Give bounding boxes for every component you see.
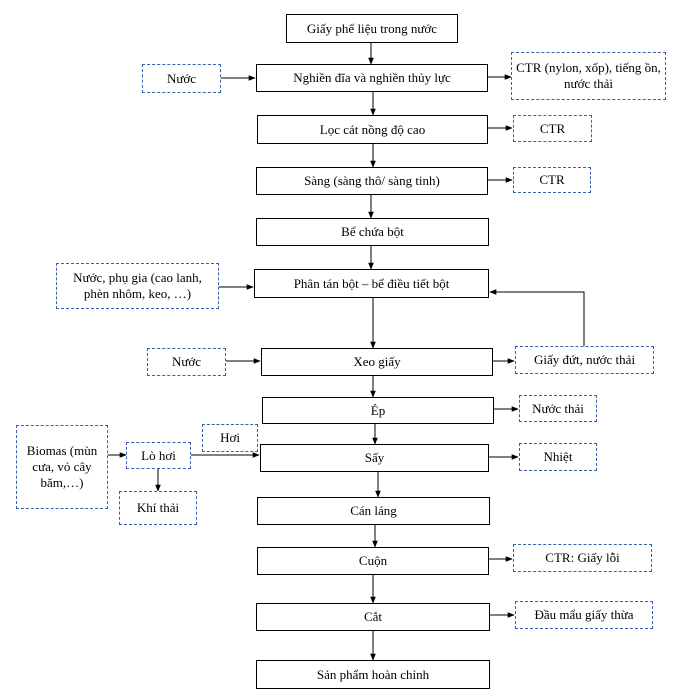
- output-solid-waste-noise-wastewater: CTR (nylon, xốp), tiếng ồn, nước thải: [511, 52, 666, 100]
- output-defective-paper: CTR: Giấy lỗi: [513, 544, 652, 572]
- step-pulp-tank: Bể chứa bột: [256, 218, 489, 246]
- step-finished-product: Sản phẩm hoàn chỉnh: [256, 660, 490, 689]
- output-wastewater-press: Nước thải: [519, 395, 597, 422]
- step-rolling: Cuộn: [257, 547, 489, 575]
- output-solid-waste-filter: CTR: [513, 115, 592, 142]
- arrow-out4-s6: [489, 289, 585, 348]
- step-pulp-dispersion: Phân tán bột – bể điều tiết bột: [254, 269, 489, 298]
- input-water-grinding: Nước: [142, 64, 221, 93]
- step-grinding: Nghiền đĩa và nghiền thủy lực: [256, 64, 488, 92]
- output-heat: Nhiệt: [519, 443, 597, 471]
- input-biomass: Biomas (mùn cưa, vỏ cây băm,…): [16, 425, 108, 509]
- steam-label: Hơi: [202, 424, 258, 452]
- input-water-additives: Nước, phụ gia (cao lanh, phèn nhôm, keo,…: [56, 263, 219, 309]
- step-scrap-paper: Giấy phế liệu trong nước: [286, 14, 458, 43]
- output-broken-paper-wastewater: Giấy đứt, nước thải: [515, 346, 654, 374]
- step-paper-forming: Xeo giấy: [261, 348, 493, 376]
- step-pressing: Ép: [262, 397, 494, 424]
- output-solid-waste-screen: CTR: [513, 167, 591, 193]
- output-paper-trimmings: Đầu mẩu giấy thừa: [515, 601, 653, 629]
- step-calendering: Cán láng: [257, 497, 490, 525]
- output-exhaust-gas: Khí thải: [119, 491, 197, 525]
- step-drying: Sấy: [260, 444, 489, 472]
- step-cutting: Cắt: [256, 603, 490, 631]
- step-sand-filter: Lọc cát nồng độ cao: [257, 115, 488, 144]
- boiler: Lò hơi: [126, 442, 191, 469]
- input-water-forming: Nước: [147, 348, 226, 376]
- step-screening: Sàng (sàng thô/ sàng tinh): [256, 167, 488, 195]
